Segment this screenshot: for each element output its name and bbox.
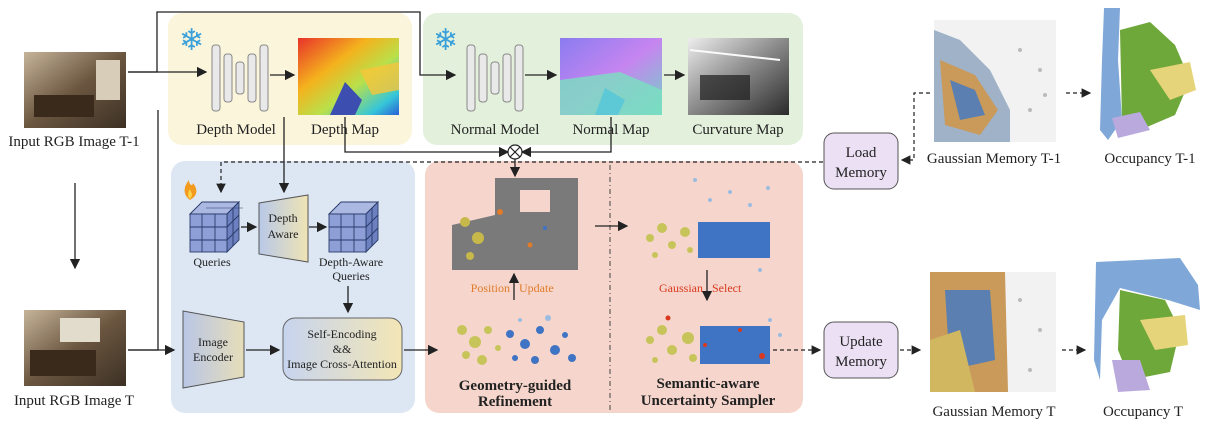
refinement-depth-scene: [452, 178, 578, 270]
label-self-enc-2: &&: [333, 342, 352, 356]
label-self-enc-1: Self-Encoding: [307, 327, 376, 341]
label-depth-aware-1: Depth: [268, 211, 297, 225]
label-geo-2: Refinement: [478, 394, 552, 410]
label-load-2: Memory: [835, 165, 887, 181]
load-memory-box: [823, 132, 899, 190]
curvature-map-image: [688, 38, 789, 115]
gaussian-memory-prev: [934, 20, 1056, 142]
input-image-prev: [24, 52, 126, 128]
label-sem-2: Uncertainty Sampler: [641, 393, 776, 409]
input-image-cur: [24, 310, 126, 386]
label-sem-1: Semantic-aware: [656, 376, 759, 392]
label-self-enc-3: Image Cross-Attention: [287, 357, 397, 371]
depth-aware-block: [258, 194, 309, 263]
depth-map-image: [298, 38, 399, 115]
label-gaussian: Gaussian: [659, 281, 703, 295]
label-upd-2: Memory: [835, 354, 887, 370]
label-normal-model: Normal Model: [451, 122, 540, 138]
label-gm-prev: Gaussian Memory T-1: [927, 151, 1061, 167]
occupancy-prev: [1100, 8, 1196, 140]
label-occ-prev: Occupancy T-1: [1104, 151, 1195, 167]
label-depth-aware-2: Aware: [268, 227, 299, 241]
label-geo-1: Geometry-guided: [459, 378, 572, 394]
normal-model-network: [466, 44, 524, 112]
label-input-cur: Input RGB Image T: [14, 393, 134, 409]
snowflake-icon: ❄: [433, 23, 458, 58]
queries-cube: [188, 200, 243, 254]
update-memory-box: [823, 321, 899, 379]
normal-map-image: [560, 38, 662, 115]
self-encoding-block: [282, 317, 403, 381]
snowflake-icon: ❄: [179, 23, 204, 58]
occupancy-cur: [1094, 258, 1200, 392]
label-gm-cur: Gaussian Memory T: [932, 404, 1055, 420]
label-upd-1: Update: [839, 334, 883, 350]
label-select: Select: [712, 281, 742, 295]
label-curvature-map: Curvature Map: [692, 122, 783, 138]
label-image-encoder-2: Encoder: [193, 350, 233, 364]
label-occ-cur: Occupancy T: [1103, 404, 1183, 420]
depth-model-network: [211, 44, 269, 112]
label-position: Position: [471, 281, 510, 295]
label-image-encoder-1: Image: [198, 335, 228, 349]
gaussian-memory-cur: [930, 272, 1056, 392]
label-load-1: Load: [846, 145, 877, 161]
sampler-point-cloud-top: [646, 178, 770, 272]
refinement-point-cloud: [457, 315, 576, 365]
label-update: Update: [519, 281, 554, 295]
sampler-point-cloud-bottom: [646, 315, 782, 364]
label-daq-2: Queries: [332, 269, 370, 283]
label-input-prev: Input RGB Image T-1: [8, 134, 139, 150]
depth-aware-queries-cube: [327, 200, 380, 254]
label-depth-model: Depth Model: [196, 122, 276, 138]
label-daq-1: Depth-Aware: [319, 255, 383, 269]
image-encoder-block: [182, 310, 245, 389]
flame-icon: [184, 180, 197, 200]
label-queries: Queries: [193, 255, 231, 269]
